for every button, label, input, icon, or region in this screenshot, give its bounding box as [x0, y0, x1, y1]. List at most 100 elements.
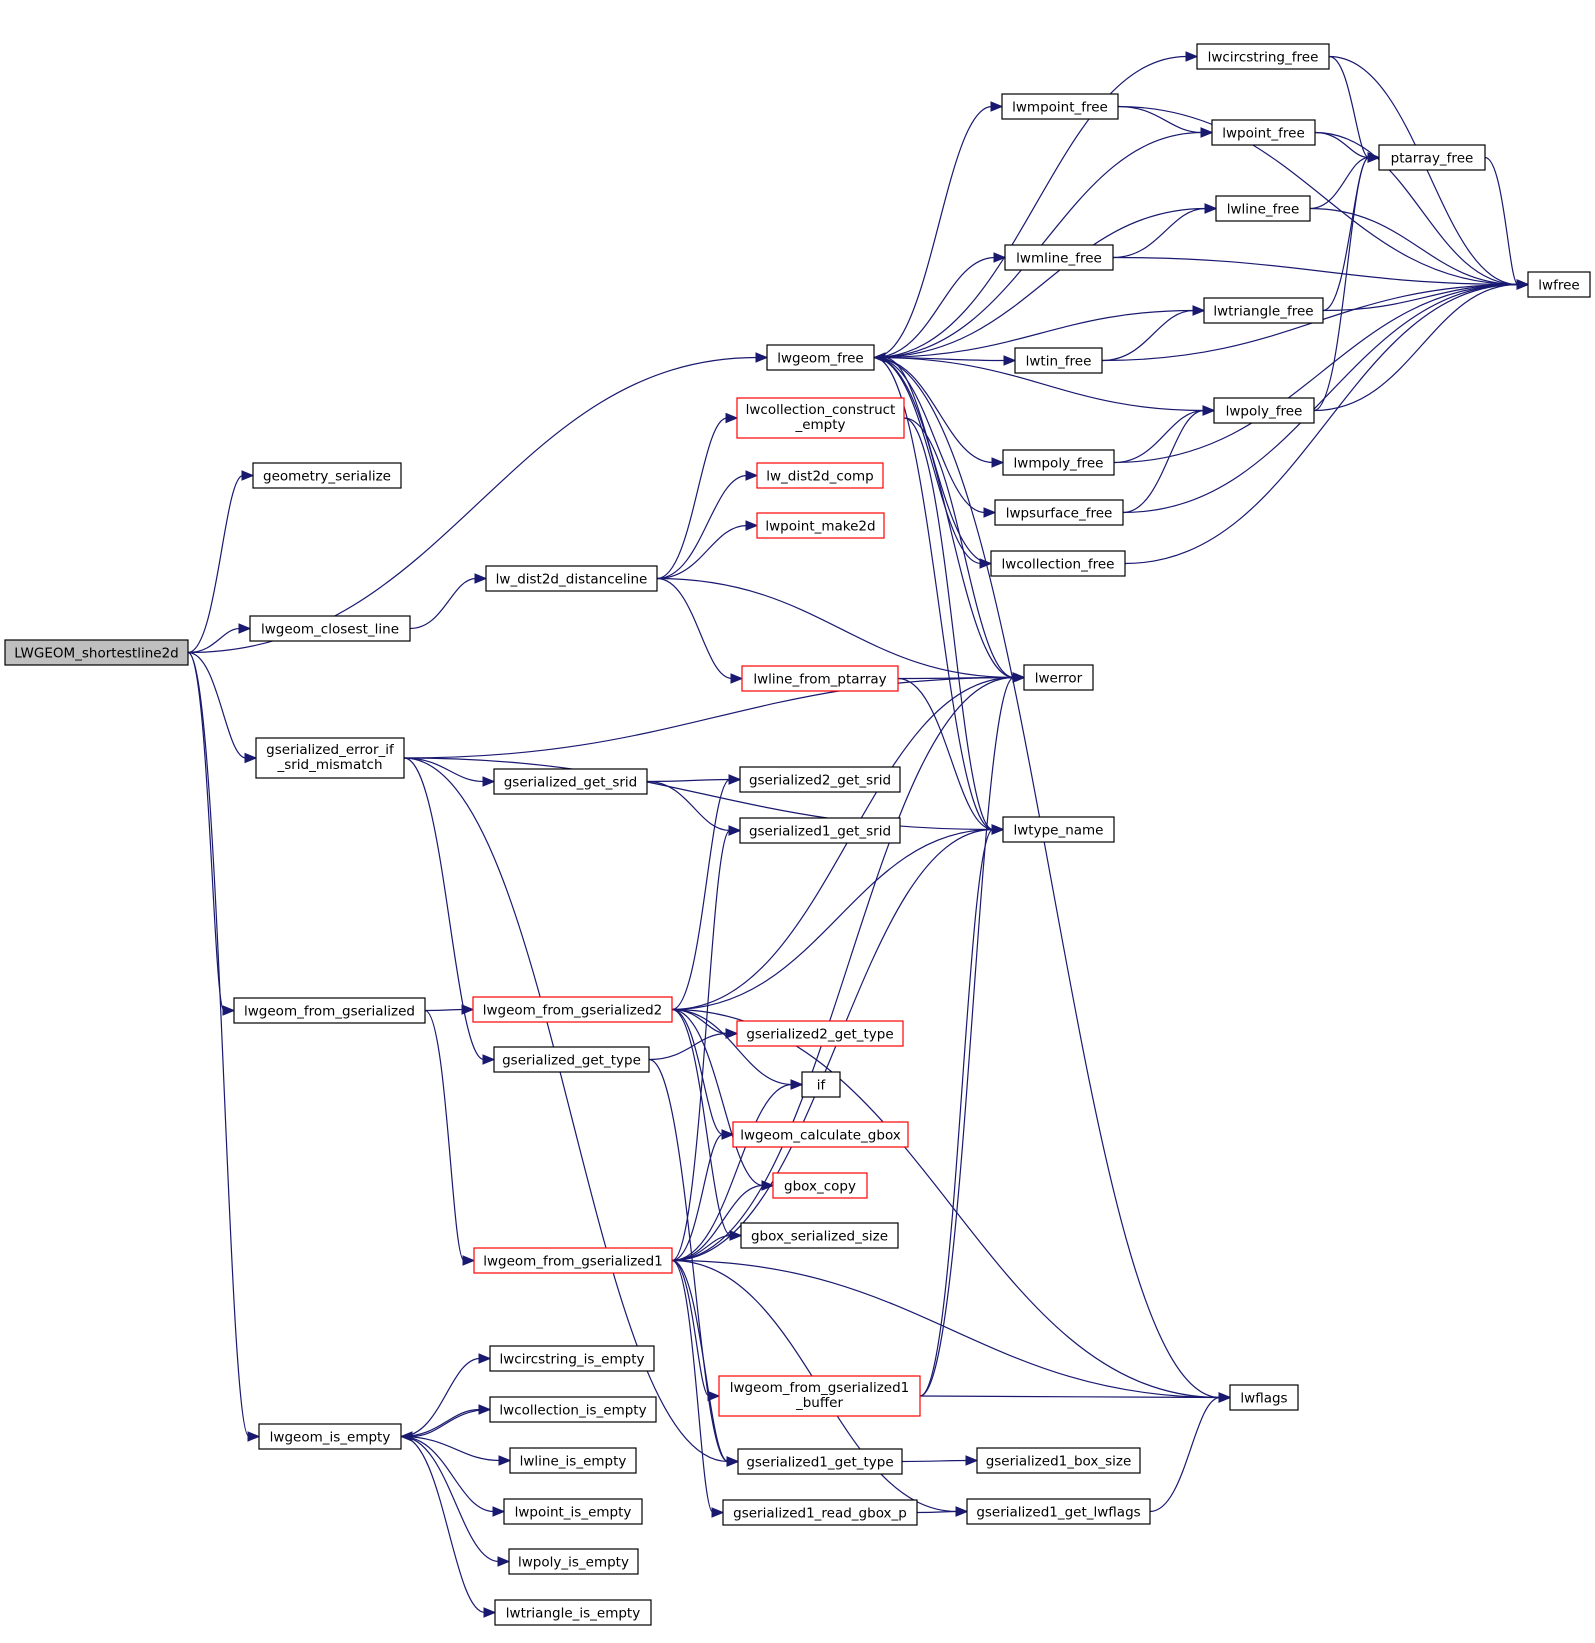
node-if[interactable]: if [801, 1071, 841, 1098]
node-box [741, 665, 899, 692]
edge-lw-dist2d-distanceline-to-lwline-from-ptarray [656, 577, 733, 680]
node-lwpoly-is-empty[interactable]: lwpoly_is_empty [508, 1548, 639, 1575]
edge-arrowhead [725, 412, 739, 424]
edge-lwgeom-from-gserialized1-to-lwgeom-from-gserialized1-buffer [671, 1259, 710, 1397]
node-label: lwcircstring_is_empty [500, 1352, 645, 1368]
node-gserialized-get-type[interactable]: gserialized_get_type [493, 1046, 650, 1073]
node-label: ptarray_free [1391, 151, 1474, 167]
edge-lwgeom-from-gserialized-to-lwgeom-from-gserialized2 [424, 1008, 464, 1012]
edge-arrowhead [462, 1255, 476, 1266]
node-box [473, 1247, 673, 1274]
node-lwpoly-free[interactable]: lwpoly_free [1213, 397, 1315, 424]
node-gserialized2-get-srid[interactable]: gserialized2_get_srid [739, 766, 901, 793]
node-lwcollection-is-empty[interactable]: lwcollection_is_empty [489, 1396, 657, 1423]
node-box [994, 499, 1124, 526]
node-box [756, 512, 885, 539]
node-root[interactable]: LWGEOM_shortestline2d [4, 639, 189, 666]
node-lwline-is-empty[interactable]: lwline_is_empty [509, 1447, 637, 1474]
node-label: lwerror [1035, 671, 1083, 687]
edge-arrowhead [1185, 51, 1199, 62]
node-lwgeom-from-gserialized2[interactable]: lwgeom_from_gserialized2 [472, 996, 673, 1023]
edge-arrowhead [965, 1455, 979, 1466]
edge-lwgeom-free-to-lwmpoint-free [873, 105, 993, 359]
node-lwgeom-closest-line[interactable]: lwgeom_closest_line [249, 615, 411, 642]
node-lwpsurface-free[interactable]: lwpsurface_free [994, 499, 1124, 526]
node-ptarray-free[interactable]: ptarray_free [1378, 144, 1486, 171]
node-lwgeom-free[interactable]: lwgeom_free [766, 344, 875, 371]
node-gserialized1-get-type[interactable]: gserialized1_get_type [737, 1448, 903, 1475]
node-geometry-serialize[interactable]: geometry_serialize [252, 462, 402, 489]
node-label: lwgeom_free [777, 351, 863, 367]
node-lwmpoint-free[interactable]: lwmpoint_free [1001, 93, 1119, 120]
node-lw-dist2d-distanceline[interactable]: lw_dist2d_distanceline [485, 565, 658, 592]
node-lwflags[interactable]: lwflags [1229, 1384, 1299, 1411]
node-gserialized-get-srid[interactable]: gserialized_get_srid [493, 768, 648, 795]
node-label: LWGEOM_shortestline2d [14, 646, 179, 662]
edge-lw-dist2d-distanceline-to-lw-dist2d-comp [656, 474, 748, 580]
node-lwcircstring-free[interactable]: lwcircstring_free [1196, 43, 1330, 70]
node-lwcollection-construct-empty[interactable]: lwcollection_construct_empty [736, 397, 905, 439]
node-gbox-serialized-size[interactable]: gbox_serialized_size [740, 1222, 899, 1249]
edge-arrowhead [755, 352, 769, 363]
node-label: lwgeom_from_gserialized [244, 1004, 415, 1020]
node-lwgeom-from-gserialized1-buffer[interactable]: lwgeom_from_gserialized1_buffer [718, 1375, 921, 1417]
edge-lwgeom-free-to-lwmline-free [873, 256, 996, 359]
node-lwpoint-is-empty[interactable]: lwpoint_is_empty [503, 1498, 643, 1525]
edge-lwgeom-from-gserialized1-buffer-to-lwerror [919, 676, 1015, 1397]
edge-gserialized1-read-gbox-p-to-gserialized1-get-lwflags [916, 1510, 958, 1514]
node-lwgeom-from-gserialized1[interactable]: lwgeom_from_gserialized1 [473, 1247, 673, 1274]
edge-lwcircstring-free-to-ptarray-free [1328, 55, 1370, 159]
node-label: lwmpoint_free [1012, 100, 1108, 116]
edge-lw-dist2d-distanceline-to-lwpoint-make2d [656, 524, 748, 580]
node-gbox-copy[interactable]: gbox_copy [772, 1172, 868, 1199]
edge-arrowhead [498, 1455, 512, 1466]
edge-lwcollection-is-empty-to-lwgeom-is-empty [410, 1408, 491, 1438]
node-lwmpoly-free[interactable]: lwmpoly_free [1002, 449, 1115, 476]
edge-arrowhead [482, 1054, 496, 1065]
node-label: gserialized2_get_type [746, 1027, 893, 1043]
node-label: gserialized2_get_srid [749, 773, 891, 789]
edge-root-to-lwgeom-is-empty [187, 651, 250, 1438]
edge-gserialized-get-type-to-gserialized2-get-type [648, 1032, 728, 1061]
node-lwerror[interactable]: lwerror [1023, 664, 1094, 691]
node-lwmline-free[interactable]: lwmline_free [1004, 244, 1114, 271]
node-gserialized-error-if[interactable]: gserialized_error_if_srid_mismatch [255, 737, 405, 779]
node-lwtriangle-is-empty[interactable]: lwtriangle_is_empty [494, 1599, 652, 1626]
node-box [966, 1498, 1151, 1525]
node-gserialized1-box-size[interactable]: gserialized1_box_size [976, 1447, 1141, 1474]
node-box [1023, 664, 1094, 691]
node-box [1014, 347, 1103, 374]
edge-lwgeom-free-to-lwmpoly-free [873, 356, 994, 464]
node-lwgeom-is-empty[interactable]: lwgeom_is_empty [258, 1423, 402, 1450]
edge-arrowhead [728, 825, 742, 836]
node-box [489, 1396, 657, 1423]
edge-arrowhead [244, 752, 258, 764]
node-gserialized1-get-srid[interactable]: gserialized1_get_srid [739, 817, 901, 844]
edge-lwgeom-from-gserialized1-to-gserialized1-read-gbox-p [671, 1259, 714, 1514]
edge-lwgeom-from-gserialized2-to-gbox-copy [671, 1008, 764, 1187]
node-gserialized1-read-gbox-p[interactable]: gserialized1_read_gbox_p [722, 1499, 918, 1526]
node-lwtriangle-free[interactable]: lwtriangle_free [1203, 297, 1324, 324]
node-gserialized2-get-type[interactable]: gserialized2_get_type [736, 1020, 904, 1047]
edge-lwgeom-is-empty-to-lwline-is-empty [400, 1435, 501, 1462]
node-label: lwcircstring_free [1208, 50, 1319, 66]
node-box [1213, 397, 1315, 424]
node-lwline-from-ptarray[interactable]: lwline_from_ptarray [741, 665, 899, 692]
node-lwline-free[interactable]: lwline_free [1215, 195, 1311, 222]
node-lwtype-name[interactable]: lwtype_name [1002, 816, 1115, 843]
node-lwfree[interactable]: lwfree [1527, 271, 1591, 298]
call-graph-nodes: LWGEOM_shortestline2dgeometry_serializel… [4, 43, 1591, 1626]
node-lwcircstring-is-empty[interactable]: lwcircstring_is_empty [489, 1345, 655, 1372]
node-box [736, 1020, 904, 1047]
node-label: gbox_copy [784, 1179, 856, 1195]
node-lwcollection-free[interactable]: lwcollection_free [990, 550, 1126, 577]
node-lwgeom-from-gserialized[interactable]: lwgeom_from_gserialized [233, 997, 426, 1024]
edge-lwpoint-free-to-lwfree [1314, 131, 1519, 286]
node-lwtin-free[interactable]: lwtin_free [1014, 347, 1103, 374]
edge-root-to-lwgeom-closest-line [187, 627, 241, 654]
node-lwpoint-free[interactable]: lwpoint_free [1211, 119, 1316, 146]
node-lw-dist2d-comp[interactable]: lw_dist2d_comp [756, 462, 884, 489]
node-lwpoint-make2d[interactable]: lwpoint_make2d [756, 512, 885, 539]
node-gserialized1-get-lwflags[interactable]: gserialized1_get_lwflags [966, 1498, 1151, 1525]
node-lwgeom-calculate-gbox[interactable]: lwgeom_calculate_gbox [732, 1121, 909, 1148]
